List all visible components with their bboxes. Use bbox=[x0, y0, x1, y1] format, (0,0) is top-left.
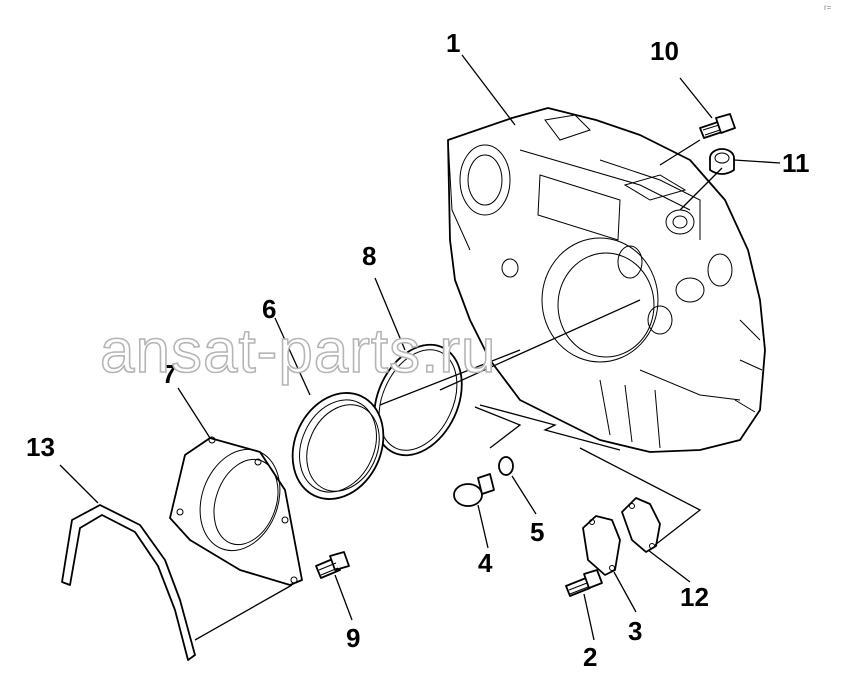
callout-3: 3 bbox=[628, 616, 642, 646]
callout-10: 10 bbox=[650, 36, 679, 66]
callout-numbers: 1 2 3 4 5 6 7 8 9 10 11 12 13 bbox=[26, 28, 810, 672]
seal-housing-part-7 bbox=[169, 436, 303, 586]
callout-4: 4 bbox=[478, 548, 493, 578]
callout-9: 9 bbox=[346, 623, 360, 653]
callout-12: 12 bbox=[680, 582, 709, 612]
gasket-part-12 bbox=[621, 497, 661, 553]
assembly-lines bbox=[194, 139, 723, 641]
callout-7: 7 bbox=[162, 359, 176, 389]
bolt-part-2 bbox=[565, 569, 603, 597]
callout-5: 5 bbox=[530, 517, 544, 547]
callout-13: 13 bbox=[26, 432, 55, 462]
callout-1: 1 bbox=[446, 28, 460, 58]
watermark: ansat-parts.ru bbox=[100, 317, 497, 386]
callout-leaders bbox=[59, 54, 781, 641]
cover-plate-part-3 bbox=[582, 515, 621, 576]
oring-part-8 bbox=[373, 343, 463, 457]
bolt-part-9 bbox=[315, 551, 350, 579]
flywheel-housing bbox=[447, 107, 766, 453]
seal-ring-part-6 bbox=[291, 392, 385, 500]
plug-part-11 bbox=[709, 148, 735, 175]
corner-mark: r= bbox=[824, 3, 832, 12]
gasket-part-13 bbox=[61, 504, 196, 661]
oring-part-5 bbox=[498, 456, 514, 476]
callout-6: 6 bbox=[262, 294, 276, 324]
plug-part-4 bbox=[453, 473, 495, 507]
bolt-part-10 bbox=[699, 113, 736, 139]
callout-8: 8 bbox=[362, 241, 376, 271]
callout-2: 2 bbox=[583, 642, 597, 672]
callout-11: 11 bbox=[782, 148, 810, 178]
